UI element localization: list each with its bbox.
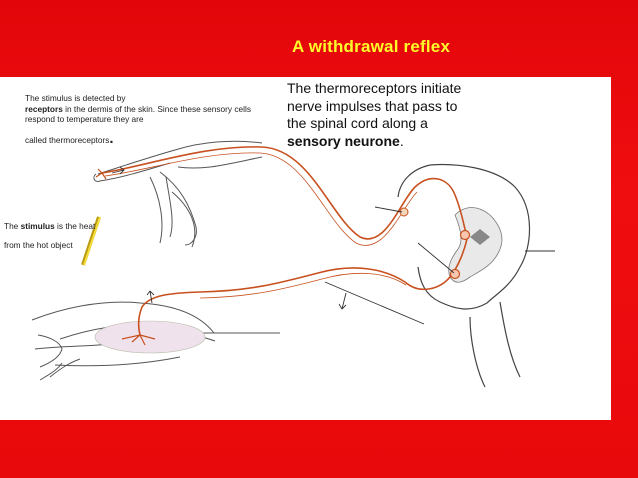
receptors-caption-end: . (109, 130, 114, 148)
receptors-caption-text-1: The stimulus is detected by (25, 93, 126, 103)
sensory-neurone-description: The thermoreceptors initiate nerve impul… (287, 80, 467, 150)
hand-outline (93, 140, 263, 248)
receptors-caption: The stimulus is detected by receptors in… (25, 93, 265, 146)
stimulus-caption-text-1: The (4, 221, 19, 231)
relay-neurone-body (459, 229, 471, 241)
main-text-part1: The thermoreceptors initiate nerve impul… (287, 80, 462, 131)
grey-matter (448, 207, 503, 283)
spinal-cord-outline (397, 163, 531, 388)
slide-title: A withdrawal reflex (292, 37, 451, 56)
diagram-panel: The stimulus is detected by receptors in… (0, 77, 611, 420)
reflex-arc-diagram (31, 140, 555, 388)
stimulus-caption: The stimulus is the heat from the hot ob… (4, 217, 114, 255)
main-text-bold: sensory neurone (287, 132, 400, 149)
stimulus-caption-text-3: from the hot object (4, 240, 73, 250)
hot-object (81, 216, 101, 266)
motor-neurone-path (121, 238, 468, 346)
muscle-fill (94, 320, 206, 354)
stimulus-caption-text-2: is the heat (57, 221, 96, 231)
stimulus-caption-bold: stimulus (20, 221, 55, 231)
sensory-neurone-path (101, 146, 468, 246)
receptors-caption-bold: receptors (25, 103, 63, 114)
receptors-caption-text-2: in the dermis of the skin. Since these s… (25, 103, 251, 125)
central-canal (470, 229, 490, 245)
main-text-end: . (399, 132, 404, 149)
arrow-markers (111, 166, 555, 325)
receptor-endings (95, 168, 107, 180)
receptors-caption-text-3: called thermoreceptors (25, 135, 110, 146)
